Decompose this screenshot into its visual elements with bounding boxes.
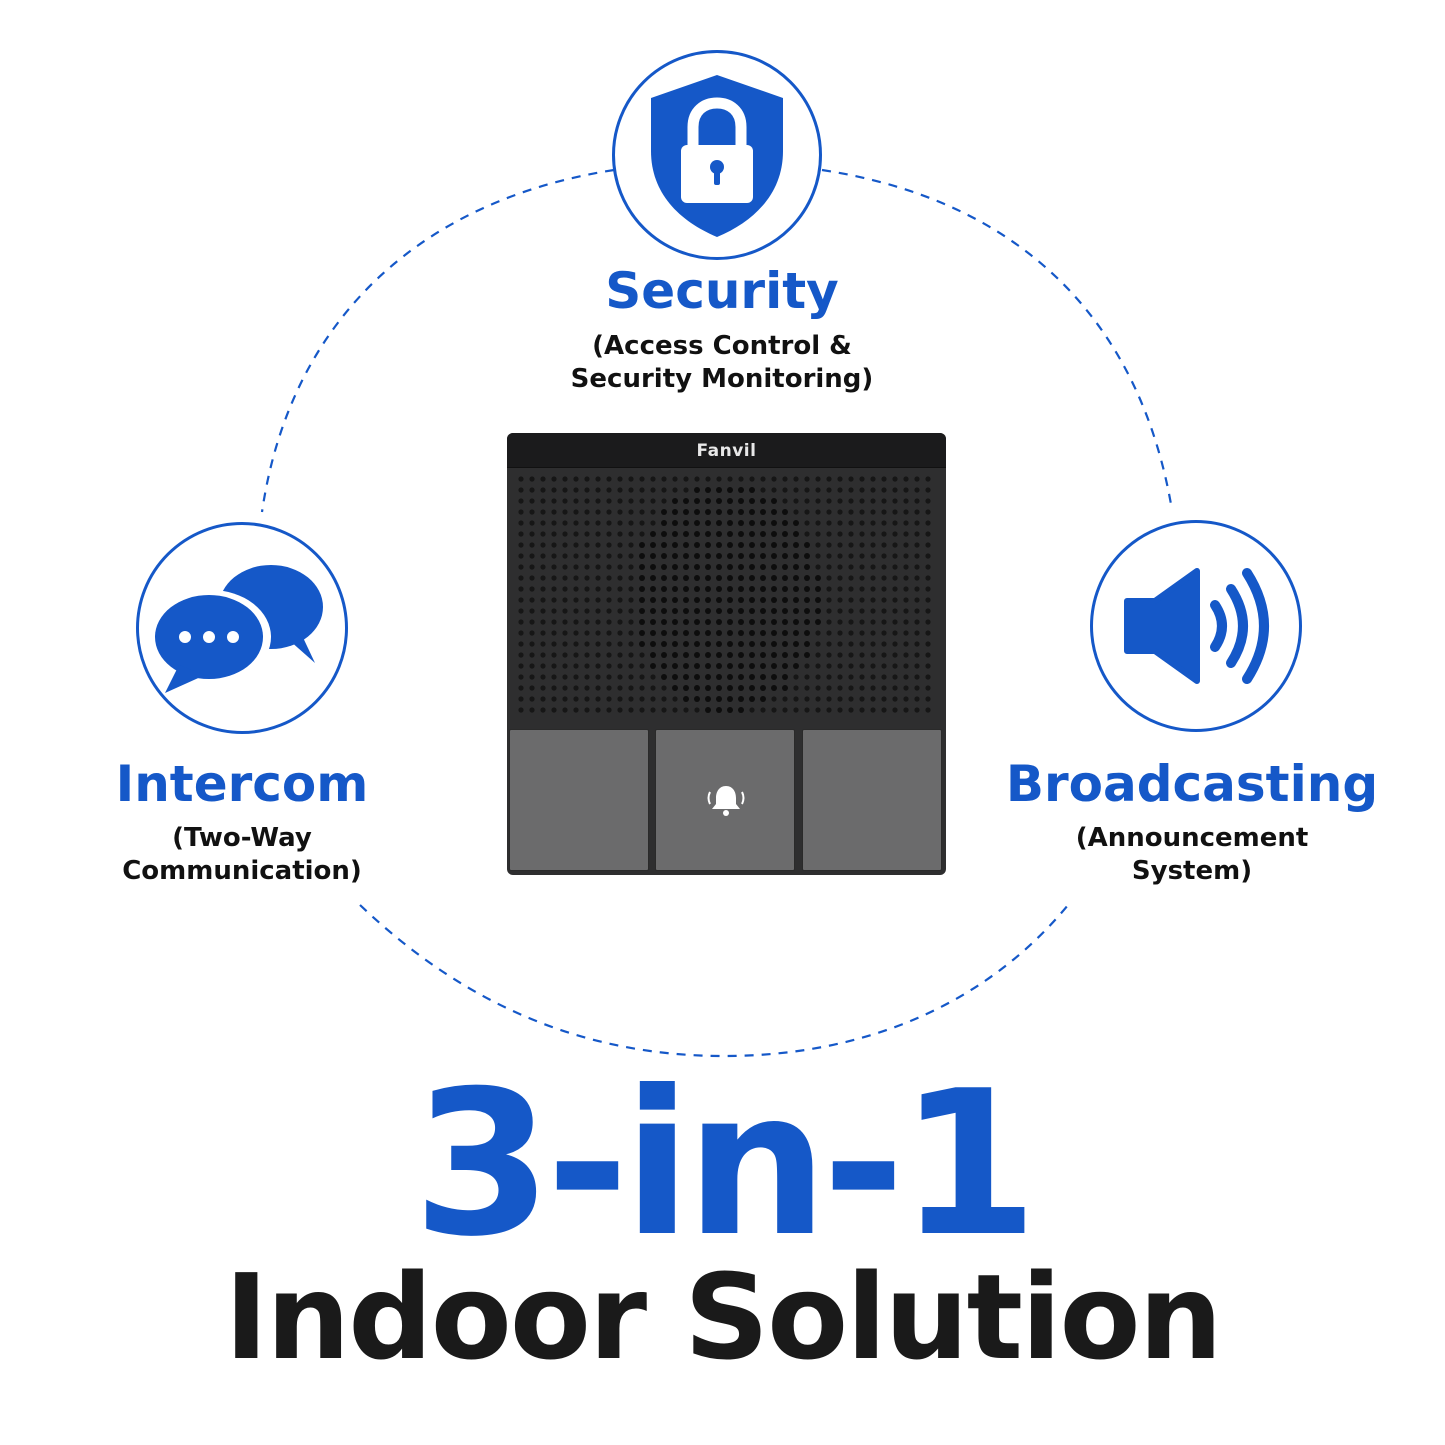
subheadline: Indoor Solution xyxy=(224,1248,1222,1386)
intercom-subtitle-line2: Communication) xyxy=(122,856,362,887)
broadcasting-subtitle-line2: System) xyxy=(1131,856,1253,887)
broadcasting-icon-circle xyxy=(1090,520,1302,732)
security-subtitle-line2: Security Monitoring) xyxy=(570,364,874,395)
intercom-device: Fanvil xyxy=(507,433,946,875)
device-key-doorbell[interactable] xyxy=(655,729,795,871)
broadcasting-subtitle-line1: (Announcement xyxy=(1075,823,1309,853)
device-key-left[interactable] xyxy=(509,729,649,871)
speaker-grille xyxy=(518,476,931,713)
intercom-subtitle-line1: (Two-Way xyxy=(172,823,312,853)
bell-icon xyxy=(707,786,745,816)
headline: 3-in-1 xyxy=(412,1048,1038,1281)
shield-lock-icon xyxy=(651,75,783,237)
device-key-right[interactable] xyxy=(802,729,942,871)
intercom-subtitle: (Two-Way Communication) xyxy=(42,822,442,889)
broadcasting-title: Broadcasting xyxy=(1005,755,1379,813)
device-brand-logo: Fanvil xyxy=(696,441,757,461)
security-subtitle-line1: (Access Control & xyxy=(592,331,852,361)
intercom-title: Intercom xyxy=(115,755,369,813)
broadcasting-subtitle: (Announcement System) xyxy=(992,822,1392,889)
speaker-volume-icon xyxy=(1124,568,1269,684)
device-top-bar: Fanvil xyxy=(507,433,946,468)
security-icon-circle xyxy=(612,50,822,260)
security-subtitle: (Access Control & Security Monitoring) xyxy=(472,330,972,397)
intercom-icon-circle xyxy=(136,522,348,734)
security-title: Security xyxy=(605,262,839,320)
chat-bubbles-icon xyxy=(151,565,323,693)
